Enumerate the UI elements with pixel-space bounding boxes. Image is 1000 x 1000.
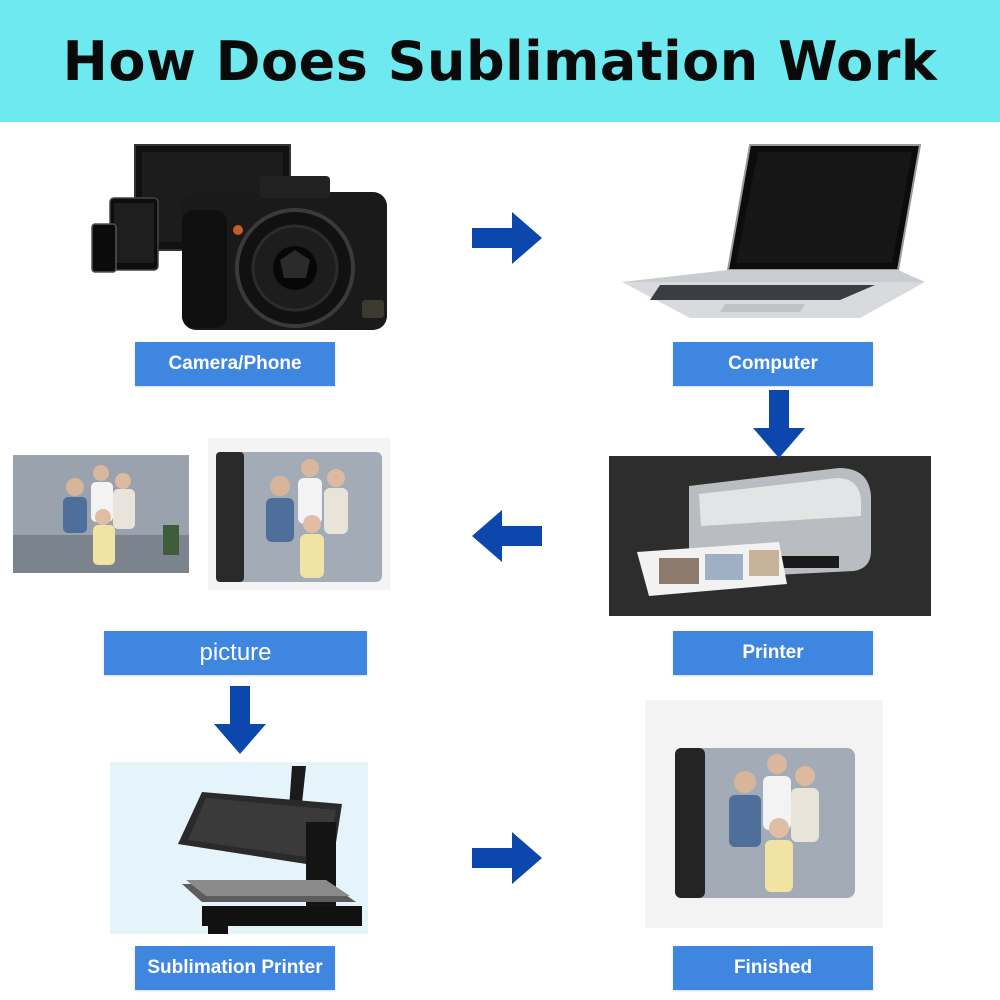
arrow-right-icon <box>472 832 542 884</box>
arrow-down-icon <box>214 686 266 754</box>
photo-icon <box>13 455 189 573</box>
step-label-computer: Computer <box>673 342 873 386</box>
picture-illustration <box>13 455 189 573</box>
laptop-icon <box>622 144 925 318</box>
step-label-sublimation-printer: Sublimation Printer <box>135 946 335 990</box>
arrow-left-icon <box>472 510 542 562</box>
arrow-right-icon <box>472 212 542 264</box>
step-label-printer: Printer <box>673 631 873 675</box>
camera-icon <box>182 176 387 330</box>
printer-icon <box>637 468 871 596</box>
phone-icon <box>91 223 117 273</box>
finished-product-illustration <box>645 700 883 928</box>
step-label-picture: picture <box>104 631 367 675</box>
heat-press-illustration <box>110 762 368 934</box>
heat-press-icon <box>178 766 362 934</box>
tablet-icon <box>109 197 159 271</box>
printer-illustration <box>609 456 931 616</box>
arrow-down-icon <box>753 390 805 458</box>
photo-panel-icon <box>208 438 390 590</box>
step-label-camera-phone: Camera/Phone <box>135 342 335 386</box>
title-banner: How Does Sublimation Work <box>0 0 1000 122</box>
laptop-illustration <box>622 144 925 318</box>
photo-panel-illustration <box>208 438 390 590</box>
page-title: How Does Sublimation Work <box>62 29 938 93</box>
step-label-finished: Finished <box>673 946 873 990</box>
camera-devices-illustration <box>91 144 387 330</box>
photo-panel-icon <box>645 700 883 928</box>
